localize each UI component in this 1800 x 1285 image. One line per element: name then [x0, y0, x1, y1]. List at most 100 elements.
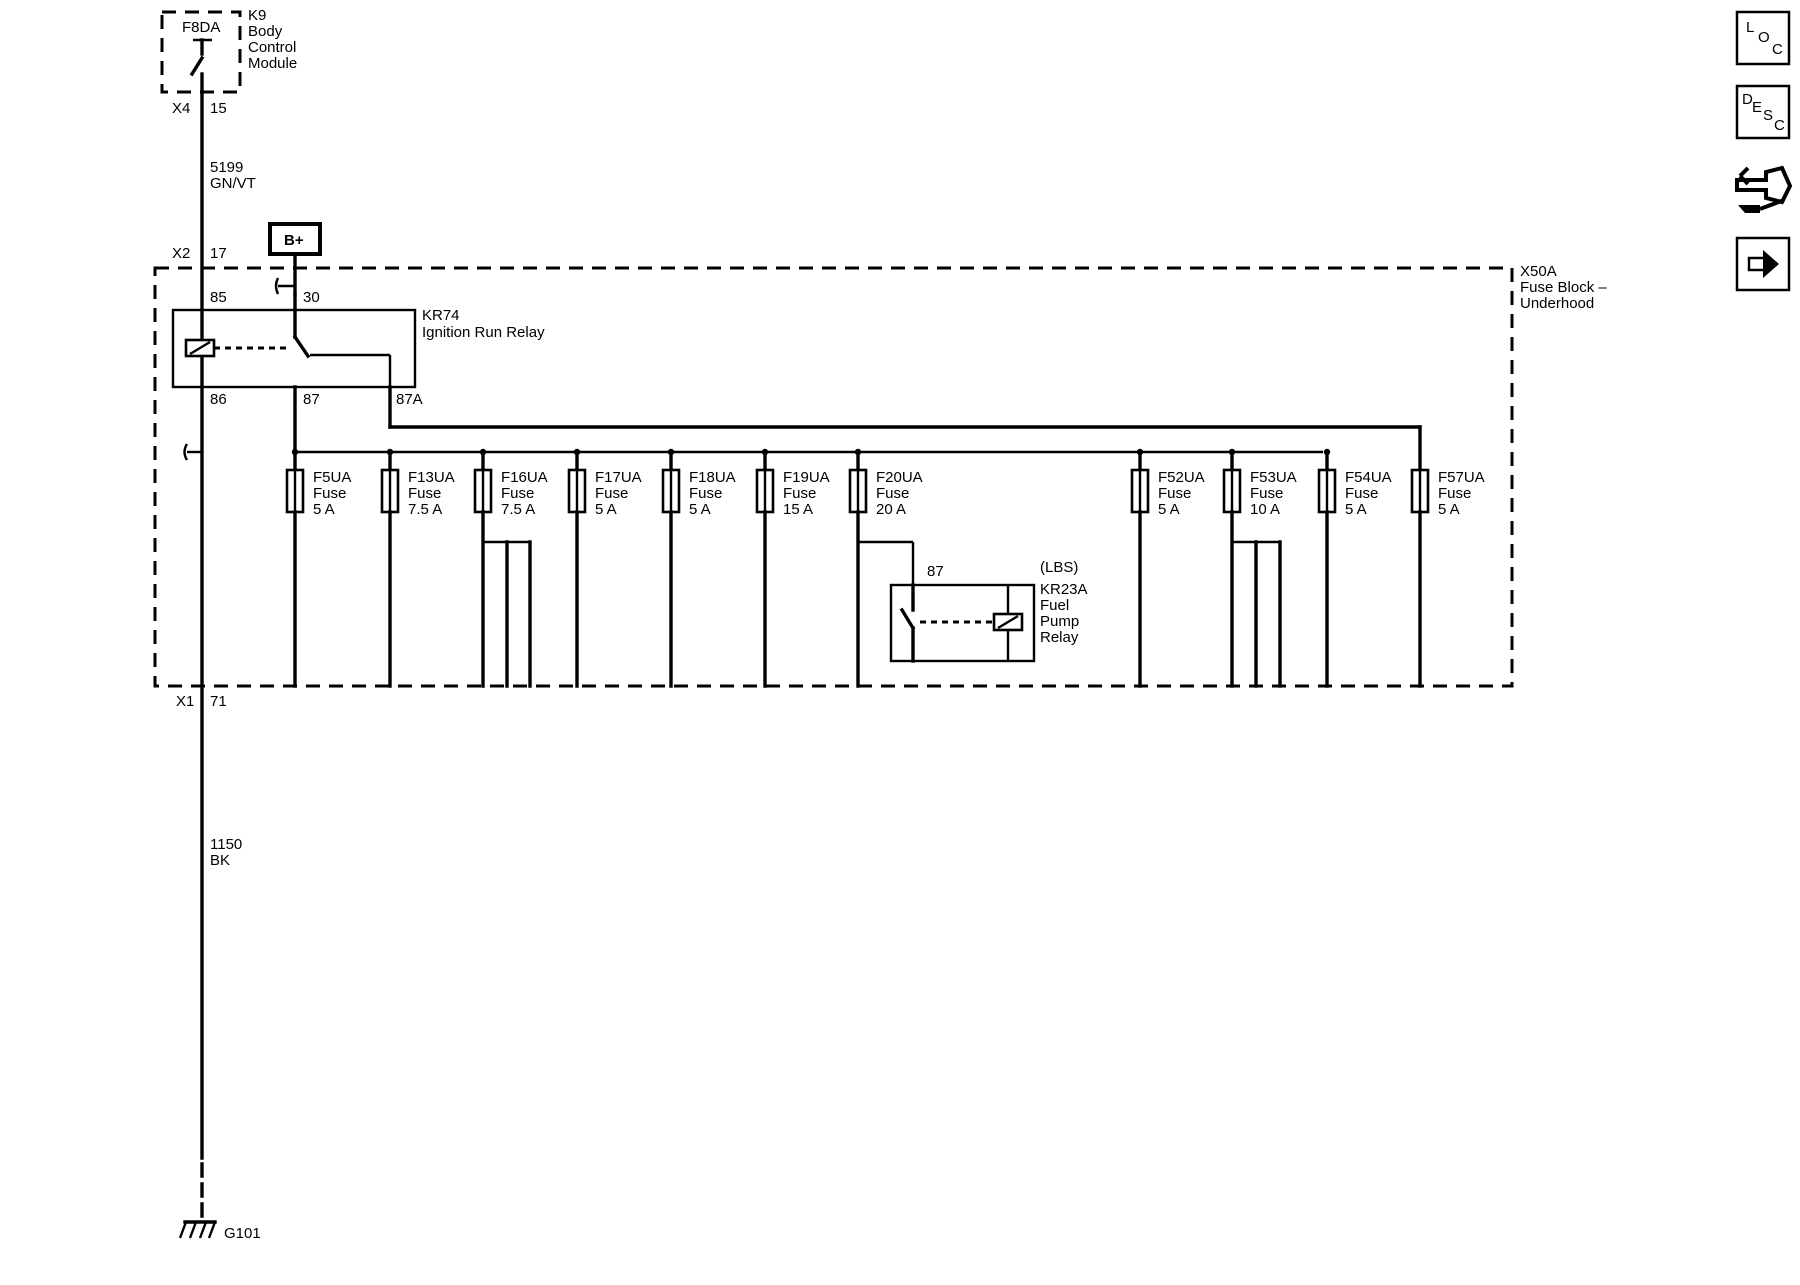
bcm-connector-x4: X4: [172, 100, 190, 117]
relay-pin-87a: 87A: [396, 391, 423, 408]
kr23a-coil-diag: [997, 614, 1019, 630]
fuse-block-desc-1: Fuse Block –: [1520, 279, 1607, 296]
kr23a-desc-pump: Pump: [1040, 613, 1079, 630]
splice-dot: [854, 448, 862, 456]
fuse-type-label: Fuse: [1345, 485, 1378, 502]
fuse-type-label: Fuse: [876, 485, 909, 502]
fuse-type-label: Fuse: [595, 485, 628, 502]
splice-dot: [1228, 448, 1236, 456]
bcm-name-control: Control: [248, 39, 296, 56]
fuse-id-label: F57UA: [1438, 469, 1485, 486]
kr23a-box: [889, 583, 1036, 663]
fuse-type-label: Fuse: [408, 485, 441, 502]
relay-kr74-name: KR74: [422, 307, 460, 324]
fuse-type-label: Fuse: [1438, 485, 1471, 502]
location-button-frame: [1735, 10, 1791, 66]
splice-dot: [1323, 448, 1331, 456]
ground-tick-3: [198, 1221, 208, 1239]
fuseblock-connector-x2: X2: [172, 245, 190, 262]
fuse-id-label: F20UA: [876, 469, 923, 486]
splice-dot: [1136, 448, 1144, 456]
next-button[interactable]: [1735, 236, 1791, 292]
relay-pin-30: 30: [303, 289, 320, 306]
bcm-name-module: Module: [248, 55, 297, 72]
relay-pin-87: 87: [303, 391, 320, 408]
splice-dot: [761, 448, 769, 456]
bcm-name-k9: K9: [248, 7, 266, 24]
fuse-id-label: F17UA: [595, 469, 642, 486]
bcm-pin-15: 15: [210, 100, 227, 117]
fuse-type-label: Fuse: [1250, 485, 1283, 502]
fuse-rating-label: 20 A: [876, 501, 906, 518]
fuse-id-label: F18UA: [689, 469, 736, 486]
desc-letter-c: C: [1774, 117, 1785, 134]
fuse-id-label: F13UA: [408, 469, 455, 486]
fuse-type-label: Fuse: [501, 485, 534, 502]
bcm-switch-blade: [189, 55, 205, 77]
loc-letter-c: C: [1772, 41, 1783, 58]
loc-letter-o: O: [1758, 29, 1770, 46]
fuse-type-label: Fuse: [1158, 485, 1191, 502]
fuse-rating-label: 5 A: [313, 501, 335, 518]
ground-tick-4: [207, 1221, 217, 1239]
fuse-block-desc-2: Underhood: [1520, 295, 1594, 312]
ignition-run-relay[interactable]: 85 30 KR74 Ignition Run Relay 86 87 87A: [171, 289, 545, 408]
description-button-frame: [1735, 84, 1791, 140]
splice-dot: [386, 448, 394, 456]
fuse-block-name: X50A: [1520, 263, 1557, 280]
relay-pin-85: 85: [210, 289, 227, 306]
splice-dot: [479, 448, 487, 456]
fuseblock-pin-17: 17: [210, 245, 227, 262]
fuel-pump-relay[interactable]: 87 (LBS) KR23A Fuel Pump Relay: [889, 559, 1088, 663]
fuse-rating-label: 7.5 A: [501, 501, 535, 518]
bcm-fuse-label: F8DA: [182, 19, 220, 36]
kr23a-switch-blade: [899, 607, 916, 631]
battery-label: B+: [284, 232, 304, 249]
description-button[interactable]: D E S C: [1735, 84, 1791, 140]
fuse-rating-label: 5 A: [1438, 501, 1460, 518]
fuse-rating-label: 15 A: [783, 501, 813, 518]
fuse-id-label: F16UA: [501, 469, 548, 486]
fuseblock-pin-71: 71: [210, 693, 227, 710]
fuse-rating-label: 5 A: [595, 501, 617, 518]
loc-letter-l: L: [1746, 19, 1754, 36]
relay-switch-blade: [292, 334, 311, 359]
location-button[interactable]: L O C: [1735, 10, 1791, 66]
fuse-type-label: Fuse: [783, 485, 816, 502]
fuse-rating-label: 5 A: [1158, 501, 1180, 518]
fuse-rating-label: 5 A: [689, 501, 711, 518]
fuse-id-label: F5UA: [313, 469, 351, 486]
fuse-rating-label: 10 A: [1250, 501, 1280, 518]
battery-box: [268, 222, 322, 256]
fuse-id-label: F53UA: [1250, 469, 1297, 486]
wire-color-gnvt: GN/VT: [210, 175, 256, 192]
body-control-module: F8DA K9 Body Control Module X4 15: [160, 7, 297, 117]
kr23a-pin-87: 87: [927, 563, 944, 580]
connector-end-view-button[interactable]: [1735, 165, 1793, 213]
fuse-rating-label: 5 A: [1345, 501, 1367, 518]
battery-positive: B+: [268, 222, 322, 297]
relay-kr74-desc: Ignition Run Relay: [422, 324, 545, 341]
fuse-id-label: F19UA: [783, 469, 830, 486]
fuse-id-label: F52UA: [1158, 469, 1205, 486]
ground-tick-1: [178, 1221, 188, 1239]
fuse-block-outline: [153, 266, 1514, 688]
ground-label: G101: [224, 1225, 261, 1242]
fuse-type-label: Fuse: [313, 485, 346, 502]
ground-tick-2: [188, 1221, 198, 1239]
wire-color-bk: BK: [210, 852, 230, 869]
kr23a-desc-relay: Relay: [1040, 629, 1079, 646]
fuse-type-label: Fuse: [689, 485, 722, 502]
